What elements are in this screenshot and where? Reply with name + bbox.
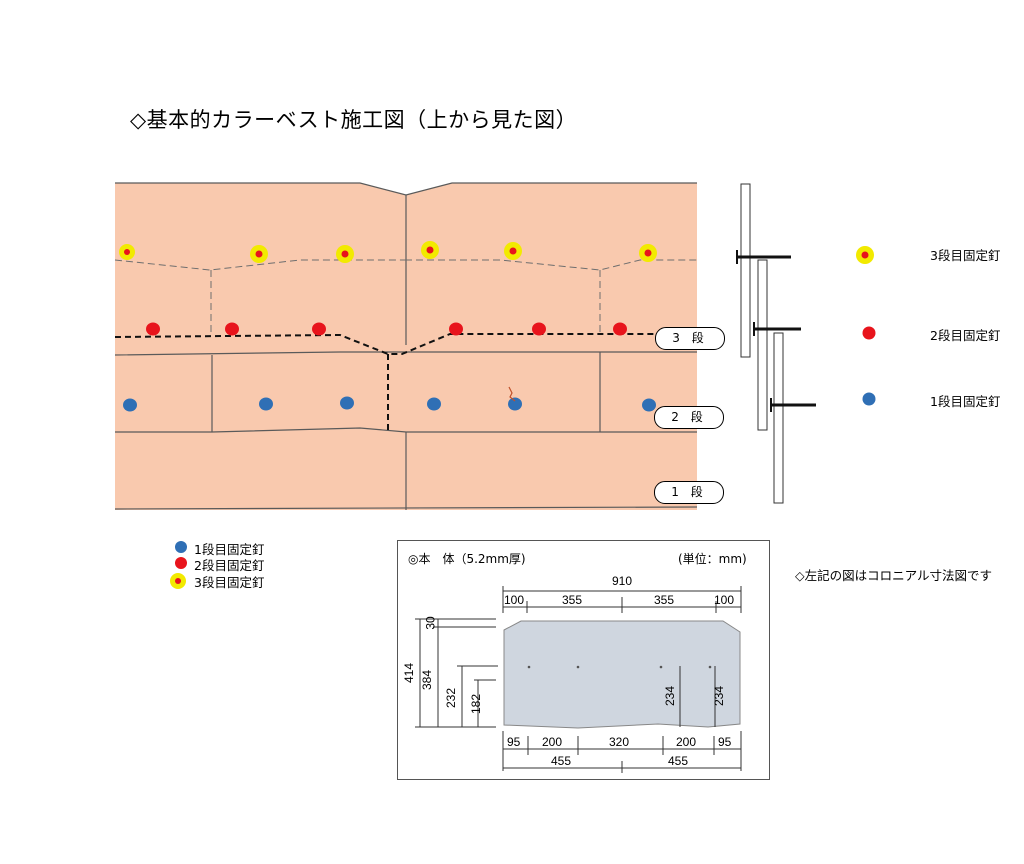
right-legend-tier3: 3段目固定釘	[930, 248, 1001, 263]
tier1-nail	[123, 398, 137, 412]
tier2-nail	[449, 322, 463, 336]
tier3-nail	[250, 245, 268, 263]
tier2-nail	[532, 322, 546, 336]
tier1-legend-icon	[175, 541, 187, 553]
side-section-view	[736, 183, 816, 504]
tier1-nail	[259, 397, 273, 411]
dim-top-seg: 100	[504, 593, 525, 607]
dim-top-seg: 355	[654, 593, 675, 607]
tier3-nails	[119, 241, 657, 263]
dim-inner-234: 234	[712, 685, 727, 707]
tier2-nail	[312, 322, 326, 336]
tier3-nail	[336, 245, 354, 263]
tier3-legend-icon	[170, 573, 186, 589]
tier1-nail	[508, 397, 522, 411]
tier2-nail	[225, 322, 239, 336]
dim-top-seg: 355	[562, 593, 583, 607]
dim-left-384: 384	[420, 669, 435, 691]
tier2-legend-icon	[862, 326, 876, 340]
tier2-nail	[613, 322, 627, 336]
right-legend-tier1: 1段目固定釘	[930, 394, 1001, 409]
tier2-nails	[146, 322, 627, 336]
tier3-nail	[119, 244, 135, 260]
tier2-legend-icon	[175, 557, 187, 569]
tier3-nail	[639, 244, 657, 262]
tier1-label: 1 段	[654, 481, 724, 504]
tier3-legend-icon	[856, 246, 874, 264]
tier1-nail	[340, 396, 354, 410]
tier1-nail	[427, 397, 441, 411]
dim-top-seg: 100	[714, 593, 735, 607]
tier1-nails	[123, 396, 656, 412]
dimension-note: ◇左記の図はコロニアル寸法図です	[795, 568, 992, 583]
right-legend-tier2: 2段目固定釘	[930, 328, 1001, 343]
tier1-nail	[642, 398, 656, 412]
bottom-legend-tier1: 1段目固定釘	[194, 542, 265, 557]
spec-unit: (単位：mm)	[678, 552, 747, 566]
dim-left-232: 232	[444, 687, 459, 709]
tier2-label: 2 段	[654, 406, 724, 429]
right-legend-symbols	[856, 246, 876, 406]
dim-bottom-seg: 320	[609, 735, 630, 749]
bottom-legend-tier3: 3段目固定釘	[194, 575, 265, 590]
dim-bottom-seg: 95	[507, 735, 521, 749]
dim-left-414: 414	[402, 662, 417, 684]
spec-panel: ◎本 体（5.2mm厚) (単位：mm)	[397, 540, 770, 780]
dim-bottom-seg: 200	[542, 735, 563, 749]
page-title: ◇基本的カラーベスト施工図（上から見た図）	[130, 108, 578, 132]
dim-top-total: 910	[612, 574, 633, 588]
spec-drawing	[415, 586, 742, 773]
scuff-mark	[508, 386, 516, 402]
tier3-nail	[421, 241, 439, 259]
dim-left-30: 30	[423, 616, 438, 630]
dim-bottom-seg: 95	[718, 735, 732, 749]
dim-left-182: 182	[469, 693, 484, 715]
spec-heading: ◎本 体（5.2mm厚)	[408, 552, 526, 566]
dim-bottom-seg: 200	[676, 735, 697, 749]
bottom-legend-tier2: 2段目固定釘	[194, 558, 265, 573]
tier1-legend-icon	[862, 392, 876, 406]
tier3-label: 3 段	[655, 327, 725, 350]
dim-inner-234: 234	[663, 685, 678, 707]
dim-bottom-half: 455	[551, 754, 572, 768]
dim-bottom-half: 455	[668, 754, 689, 768]
bottom-legend-symbols	[170, 541, 187, 589]
tier2-nail	[146, 322, 160, 336]
roof-slates	[114, 182, 698, 510]
tier3-nail	[504, 242, 522, 260]
